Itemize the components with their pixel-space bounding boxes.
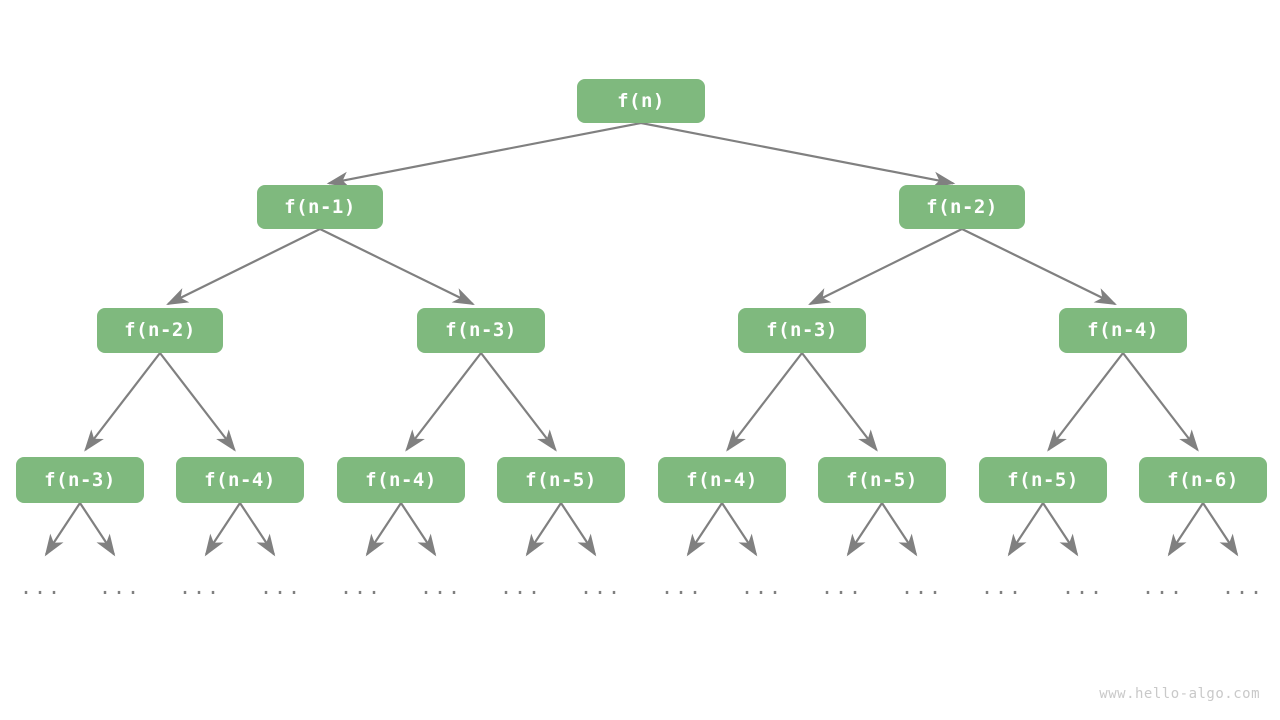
tree-edge bbox=[1167, 502, 1204, 557]
ellipsis-marker: ... bbox=[419, 575, 463, 599]
ellipsis-marker: ... bbox=[660, 575, 704, 599]
tree-edge bbox=[400, 502, 437, 557]
ellipsis-marker: ... bbox=[259, 575, 303, 599]
tree-node[interactable]: f(n-2) bbox=[97, 307, 223, 353]
edge-layer bbox=[44, 121, 1239, 557]
tree-edge bbox=[480, 352, 557, 452]
watermark: www.hello-algo.com bbox=[1099, 686, 1260, 702]
tree-edge bbox=[239, 502, 276, 557]
tree-node[interactable]: f(n-2) bbox=[899, 185, 1025, 229]
tree-edge bbox=[560, 502, 597, 557]
tree-edge bbox=[166, 228, 321, 306]
tree-node[interactable]: f(n-1) bbox=[257, 185, 383, 229]
tree-edge bbox=[1202, 502, 1239, 557]
ellipsis-marker: ... bbox=[1061, 575, 1105, 599]
tree-edge bbox=[365, 502, 402, 557]
tree-edge bbox=[881, 502, 918, 557]
ellipsis-marker: ... bbox=[980, 575, 1024, 599]
tree-edge bbox=[1122, 352, 1199, 452]
tree-edge bbox=[319, 228, 475, 306]
tree-node[interactable]: f(n-5) bbox=[818, 457, 946, 503]
ellipsis-marker: ... bbox=[98, 575, 142, 599]
tree-node[interactable]: f(n-5) bbox=[497, 457, 625, 503]
tree-node[interactable]: f(n-4) bbox=[176, 457, 304, 503]
ellipsis-marker: ... bbox=[740, 575, 784, 599]
tree-node[interactable]: f(n) bbox=[577, 79, 705, 123]
tree-edge bbox=[726, 352, 803, 452]
tree-edge bbox=[84, 352, 161, 452]
tree-node[interactable]: f(n-3) bbox=[417, 307, 545, 353]
tree-edge bbox=[1047, 352, 1124, 452]
ellipsis-marker: ... bbox=[820, 575, 864, 599]
tree-node[interactable]: f(n-3) bbox=[738, 307, 866, 353]
tree-edge bbox=[721, 502, 758, 557]
tree-edge bbox=[525, 502, 562, 557]
tree-node[interactable]: f(n-6) bbox=[1139, 457, 1267, 503]
tree-node[interactable]: f(n-4) bbox=[658, 457, 786, 503]
tree-edge bbox=[1007, 502, 1044, 557]
tree-node[interactable]: f(n-4) bbox=[1059, 307, 1187, 353]
tree-edge bbox=[405, 352, 482, 452]
ellipsis-marker: ... bbox=[900, 575, 944, 599]
tree-node[interactable]: f(n-4) bbox=[337, 457, 465, 503]
tree-edge bbox=[808, 228, 963, 306]
tree-edge bbox=[326, 121, 642, 188]
ellipsis-marker: ... bbox=[579, 575, 623, 599]
ellipsis-marker: ... bbox=[178, 575, 222, 599]
ellipsis-marker: ... bbox=[1141, 575, 1185, 599]
ellipsis-marker: ... bbox=[19, 575, 63, 599]
tree-edge bbox=[686, 502, 723, 557]
ellipsis-marker: ... bbox=[339, 575, 383, 599]
tree-edge bbox=[204, 502, 241, 557]
tree-edge bbox=[79, 502, 116, 557]
ellipsis-marker: ... bbox=[1221, 575, 1265, 599]
tree-edge bbox=[961, 228, 1117, 306]
tree-edge bbox=[1042, 502, 1079, 557]
tree-edge bbox=[801, 352, 878, 452]
tree-edge bbox=[159, 352, 236, 452]
tree-node[interactable]: f(n-3) bbox=[16, 457, 144, 503]
tree-node[interactable]: f(n-5) bbox=[979, 457, 1107, 503]
tree-edge bbox=[846, 502, 883, 557]
tree-edge bbox=[640, 121, 956, 188]
ellipsis-marker: ... bbox=[499, 575, 543, 599]
tree-edge bbox=[44, 502, 81, 557]
